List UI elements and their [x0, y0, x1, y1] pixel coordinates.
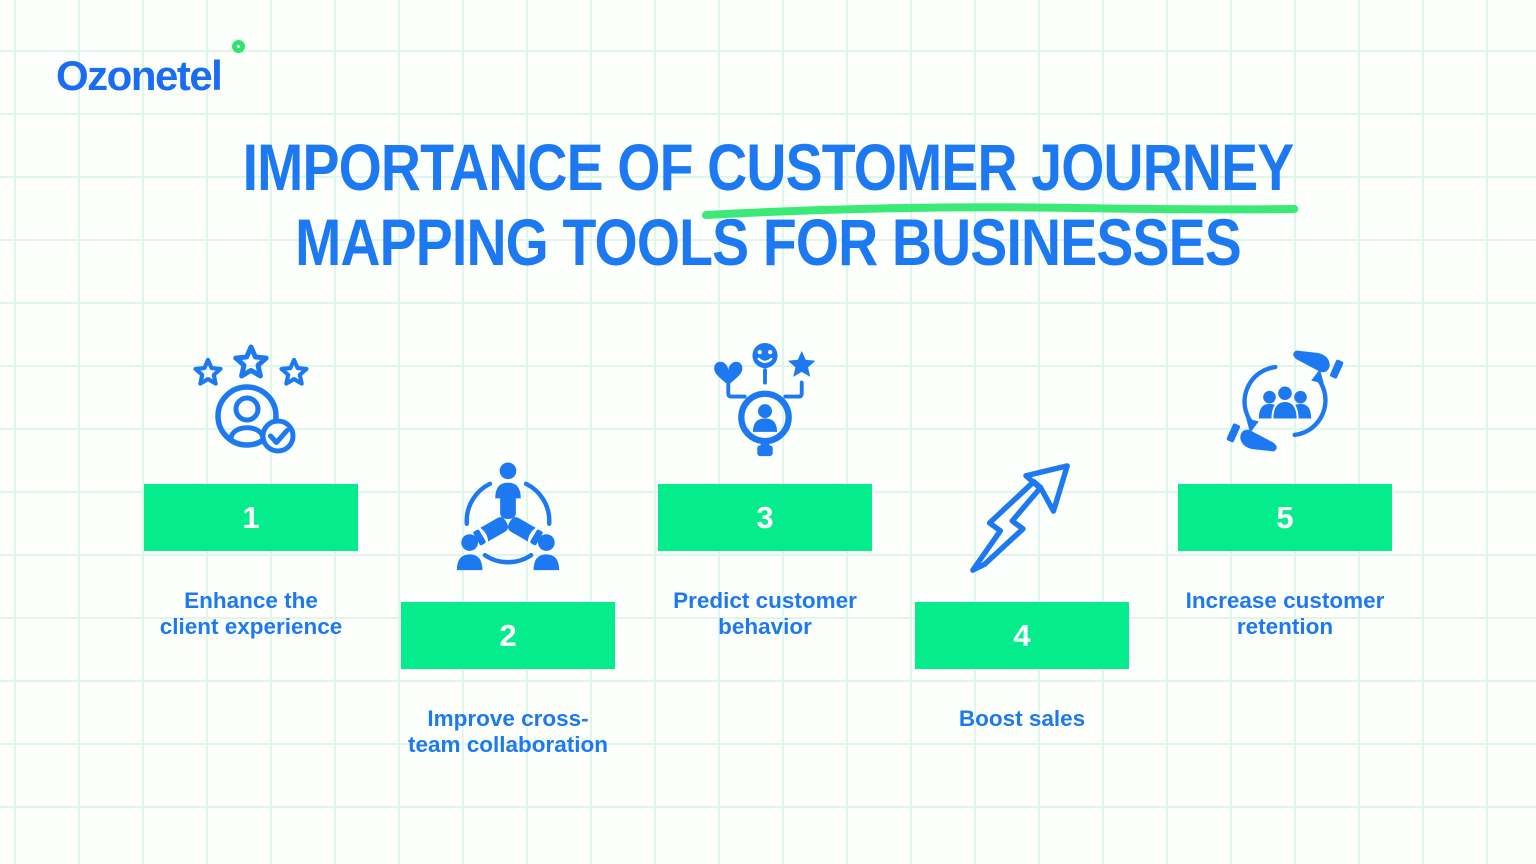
step-2-icon-wrap — [401, 458, 615, 578]
green-ring-icon — [232, 40, 246, 53]
title-line-1: IMPORTANCE OF CUSTOMER JOURNEY — [123, 130, 1413, 219]
step-5-number-box: 5 — [1178, 484, 1392, 551]
title-line-2: MAPPING TOOLS FOR BUSINESSES — [295, 205, 1242, 279]
title-line1-prefix: IMPORTANCE OF — [242, 130, 708, 204]
customer-satisfaction-stars-icon — [193, 344, 309, 454]
title-highlight-text: CUSTOMER JOURNEY — [707, 130, 1294, 204]
step-5-label: Increase customer retention — [1185, 588, 1385, 639]
step-3-number: 3 — [756, 499, 774, 535]
customer-behavior-magnifier-icon — [714, 342, 816, 457]
step-1-number-box: 1 — [144, 484, 358, 551]
step-1-icon-wrap — [144, 340, 358, 460]
step-4-number-box: 4 — [915, 602, 1129, 669]
step-5-number: 5 — [1276, 499, 1294, 535]
step-3-number-box: 3 — [658, 484, 872, 551]
step-5: 5 Increase customer retention — [1178, 340, 1392, 640]
step-1: 1 Enhance the client experience — [144, 340, 358, 640]
step-2: 2 Improve cross-team collaboration — [401, 458, 615, 758]
step-2-number-box: 2 — [401, 602, 615, 669]
ozonetel-logo: Ozonetel — [56, 40, 246, 100]
step-1-label: Enhance the client experience — [159, 588, 343, 639]
logo-text: Ozonetel — [56, 52, 223, 99]
step-4-label: Boost sales — [958, 706, 1086, 731]
step-3-label: Predict customer behavior — [673, 588, 857, 639]
green-underline-swoosh — [701, 203, 1298, 219]
page-title: IMPORTANCE OF CUSTOMER JOURNEY MAPPING T… — [0, 130, 1536, 280]
step-1-number: 1 — [242, 499, 260, 535]
step-2-label: Improve cross-team collaboration — [407, 706, 609, 757]
step-3-icon-wrap — [658, 340, 872, 460]
step-3: 3 Predict customer behavior — [658, 340, 872, 640]
team-collaboration-hands-icon — [456, 462, 560, 571]
growth-lightning-arrow-icon — [970, 463, 1070, 573]
step-2-number: 2 — [499, 617, 517, 653]
customer-retention-hands-icon — [1226, 350, 1344, 452]
title-highlight: CUSTOMER JOURNEY — [701, 130, 1298, 219]
step-4-number: 4 — [1013, 617, 1031, 653]
step-4-icon-wrap — [915, 458, 1129, 578]
step-5-icon-wrap — [1178, 340, 1392, 460]
step-4: 4 Boost sales — [915, 458, 1129, 732]
